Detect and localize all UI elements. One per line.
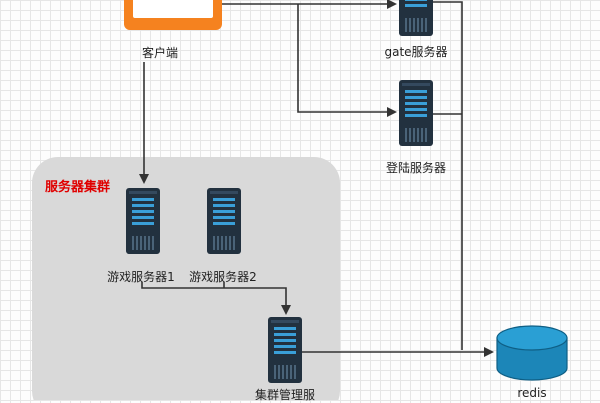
login-server-icon [399, 80, 433, 146]
database-cylinder-icon [496, 325, 568, 381]
cluster-group-title: 服务器集群 [45, 180, 111, 195]
game-servers-to-manager-connector [141, 282, 291, 315]
server-cluster-group [32, 157, 340, 400]
login-server-label: 登陆服务器 [385, 161, 447, 175]
game-server-2-icon [207, 188, 241, 254]
client-to-login-connector [297, 4, 397, 117]
redis-label: redis [517, 386, 547, 400]
client-device-icon [124, 0, 222, 30]
cluster-manager-icon [268, 317, 302, 383]
gate-server-icon [399, 0, 433, 36]
connectors [139, 0, 494, 357]
client-label: 客户端 [141, 46, 179, 60]
game-server-2-label: 游戏服务器2 [189, 270, 257, 284]
game-server-1-label: 游戏服务器1 [107, 270, 175, 284]
gate-server-label: gate服务器 [384, 45, 448, 59]
cluster-manager-label: 集群管理服 [254, 388, 316, 402]
game-server-1-icon [126, 188, 160, 254]
gate-to-redis-connector [432, 1, 463, 350]
